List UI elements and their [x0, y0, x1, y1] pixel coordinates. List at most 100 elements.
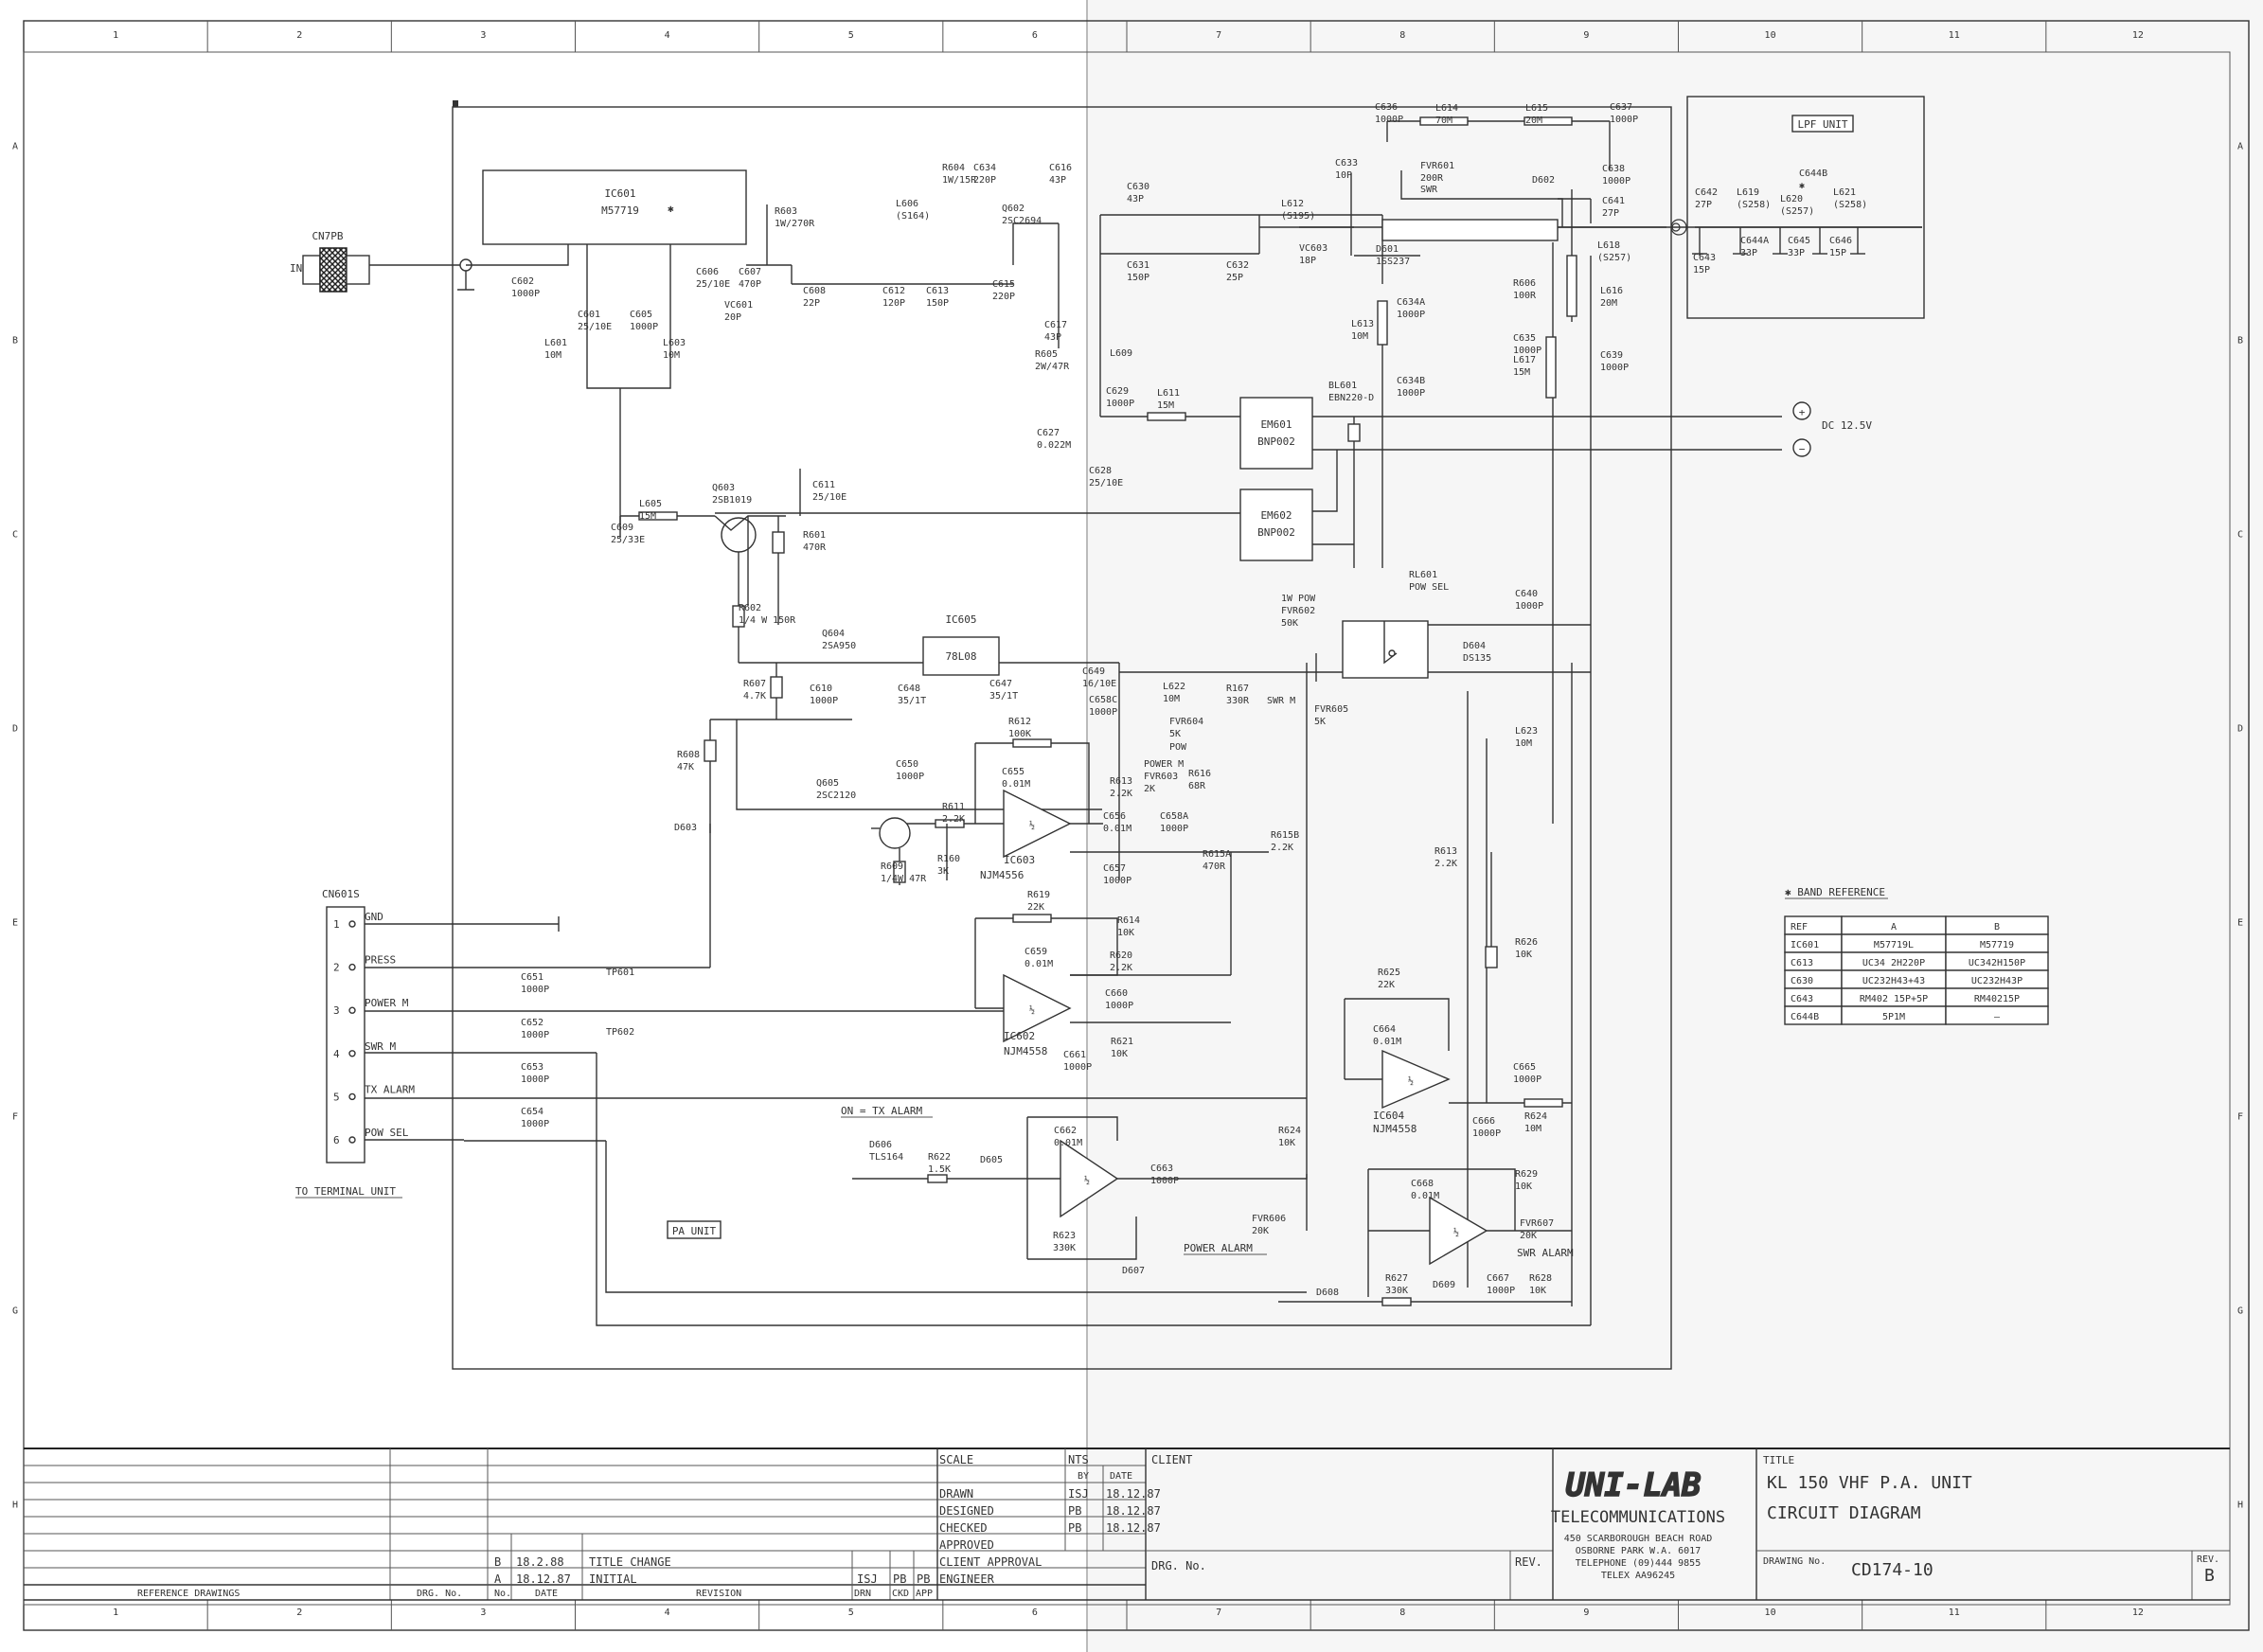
l617-value: 15M	[1513, 367, 1530, 378]
zone-label: 4	[665, 1608, 670, 1618]
zone-label: G	[2237, 1306, 2243, 1317]
c607-ref: C607	[739, 267, 761, 277]
q603-value: 2SB1019	[712, 495, 752, 506]
supply-wiring	[715, 412, 1782, 568]
band-table-header: A	[1891, 922, 1897, 933]
c617-ref: C617	[1044, 320, 1067, 330]
swr-ref: SWR	[1420, 185, 1438, 195]
client-approval-label: CLIENT APPROVAL	[939, 1555, 1042, 1569]
r606-ref: R606	[1513, 278, 1536, 289]
r611-value: 2.2K	[942, 814, 965, 825]
drawn-by: ISJ	[1068, 1487, 1089, 1501]
c653-value: 1000P	[521, 1075, 549, 1085]
cn601-pin-circle	[348, 1050, 356, 1057]
rev-a-no: A	[494, 1572, 502, 1586]
r615b-ref: R615B	[1271, 830, 1299, 841]
l611-ref: L611	[1157, 388, 1180, 399]
cn601-signal-5: TX ALARM	[365, 1083, 415, 1095]
c665-ref: C665	[1513, 1062, 1536, 1073]
in-connector[interactable]: CN7PB IN	[290, 230, 474, 293]
c637-value: 1000P	[1610, 115, 1638, 125]
r622-ref: R622	[928, 1152, 951, 1163]
c640-value: 1000P	[1515, 601, 1543, 612]
telex: TELEX AA96245	[1601, 1571, 1675, 1581]
c647-value: 35/1T	[989, 691, 1018, 702]
c606-ref: C606	[696, 267, 719, 277]
r601-value: 470R	[803, 542, 827, 553]
c606-value: 25/10E	[696, 279, 730, 290]
r609-value: 1/4W 47R	[881, 874, 927, 884]
c668-ref: C668	[1411, 1179, 1434, 1189]
l614-value: 70M	[1435, 115, 1452, 126]
ic603-part: NJM4556	[980, 869, 1024, 881]
r625-ref: R625	[1378, 968, 1400, 978]
cn601-connector[interactable]	[326, 906, 365, 1164]
c601-ref: C601	[578, 310, 600, 320]
fvr603-ref: FVR603	[1144, 772, 1178, 782]
c648-value: 35/1T	[898, 696, 926, 706]
designed-date: 18.12.87	[1106, 1504, 1161, 1518]
c646-value: 15P	[1829, 248, 1846, 258]
zone-label: 1	[113, 30, 118, 41]
drawing-no: CD174-10	[1851, 1560, 1933, 1580]
c636-ref: C636	[1375, 102, 1398, 113]
drawn-label: DRAWN	[939, 1487, 973, 1501]
r611-ref: R611	[942, 802, 965, 812]
zone-label: 12	[2132, 1608, 2144, 1618]
band-table-value: C630	[1791, 976, 1813, 986]
checked-label: CHECKED	[939, 1521, 988, 1535]
c644b-value: ✱	[1799, 181, 1805, 191]
zone-label: A	[12, 142, 18, 152]
q605-value: 2SC2120	[816, 790, 856, 801]
zone-label: 8	[1399, 1608, 1405, 1618]
band-table-header: B	[1994, 922, 2000, 933]
ic603-half: ½	[1029, 820, 1035, 831]
ic604-wiring	[1344, 691, 1572, 1288]
c666-value: 1000P	[1472, 1128, 1501, 1139]
fvr604-value: 5K	[1169, 729, 1181, 739]
c654-ref: C654	[521, 1107, 543, 1117]
band-table-cell	[1945, 1005, 2049, 1025]
cn601-signal-1: GND	[365, 911, 383, 923]
band-table-value: C613	[1791, 958, 1813, 968]
dc-plus-terminal[interactable]	[1792, 401, 1811, 420]
c629-ref: C629	[1106, 386, 1129, 397]
c648-ref: C648	[898, 684, 920, 694]
r629-ref: R629	[1515, 1169, 1538, 1180]
l621-value: (S258)	[1833, 200, 1867, 210]
c627-value: 0.022M	[1037, 440, 1071, 451]
c657-ref: C657	[1103, 863, 1126, 874]
l612-ref: L612	[1281, 199, 1304, 209]
c655-value: 0.01M	[1002, 779, 1030, 790]
c661-ref: C661	[1063, 1050, 1086, 1060]
rf-wiring	[466, 116, 1922, 824]
band-table-value: UC232H43P	[1971, 976, 2022, 986]
c615-ref: C615	[992, 279, 1015, 290]
c638-ref: C638	[1602, 164, 1625, 174]
c658c-value: 1000P	[1089, 707, 1117, 718]
r614-value: 10K	[1117, 928, 1134, 938]
rl601-box	[1342, 620, 1429, 679]
c641-ref: C641	[1602, 196, 1625, 206]
ic604-half: ½	[1408, 1075, 1414, 1087]
c644a-value: 33P	[1740, 248, 1757, 258]
band-reference-title: ✱ BAND REFERENCE	[1785, 886, 1885, 898]
c666-ref: C666	[1472, 1116, 1495, 1127]
zone-label: 11	[1949, 1608, 1960, 1618]
r624a-value: 10M	[1524, 1124, 1541, 1134]
paper-right-half	[1087, 0, 2263, 1652]
zone-label: 5	[848, 30, 854, 41]
em601-part: BNP002	[1257, 435, 1295, 448]
fvr601-value: 200R	[1420, 173, 1444, 184]
c616-ref: C616	[1049, 163, 1072, 173]
c659-value: 0.01M	[1025, 959, 1053, 969]
d609-ref: D609	[1433, 1280, 1455, 1290]
dc-minus-terminal[interactable]	[1792, 438, 1811, 457]
zone-label: 2	[296, 1608, 302, 1618]
r620-value: 2.2K	[1110, 963, 1132, 973]
r167-value: 330R	[1226, 696, 1250, 706]
c664-value: 0.01M	[1373, 1037, 1401, 1047]
r625-value: 22K	[1378, 980, 1395, 990]
